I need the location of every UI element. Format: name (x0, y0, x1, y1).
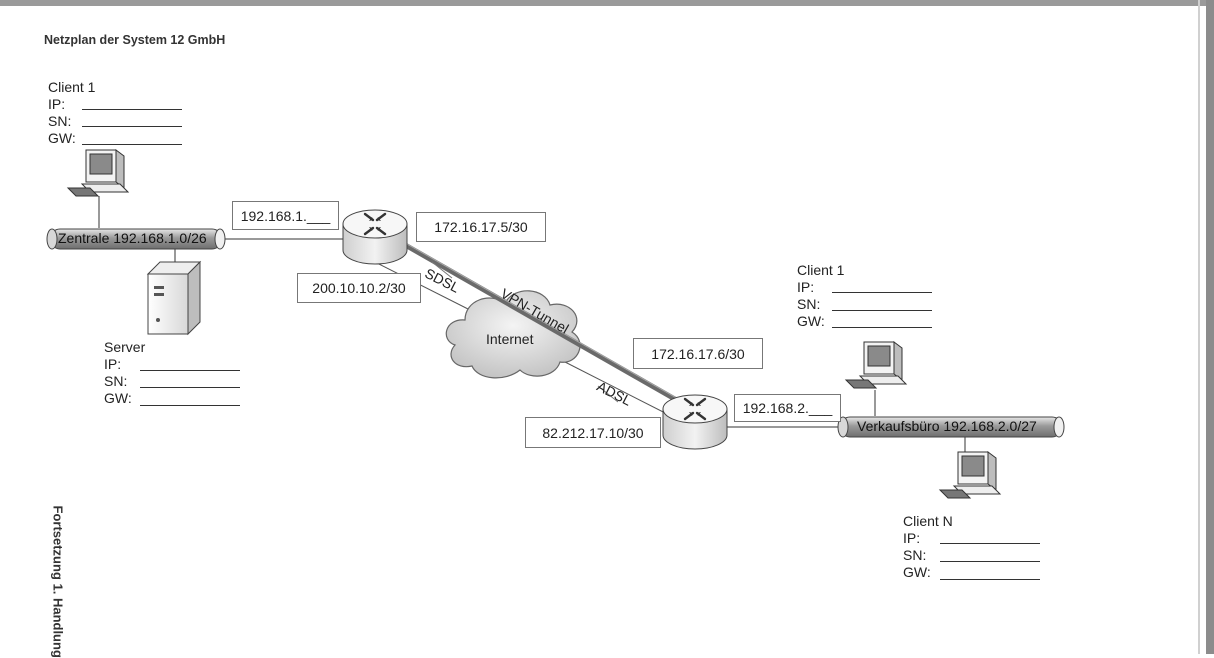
internet-cloud-icon (445, 290, 581, 379)
clientN-computer-icon (938, 451, 1002, 499)
client1-right-ip-label: IP: (797, 279, 815, 295)
right-router-tunnel-ip-box: 172.16.17.6/30 (633, 338, 763, 369)
clientN-gw-label: GW: (903, 564, 931, 580)
left-router-lan-ip-box: 192.168.1.___ (232, 201, 339, 230)
client1-right-sn-blank (832, 310, 932, 311)
client1-left-sn-blank (82, 126, 182, 127)
internet-cloud-label: Internet (486, 331, 534, 347)
client1-right-computer-icon (844, 341, 908, 389)
side-caption: Fortsetzung 1. Handlung (50, 505, 66, 658)
clientN-sn-label: SN: (903, 547, 927, 563)
client1-left-gw-label: GW: (48, 130, 76, 146)
right-router-wan-ip-box: 82.212.17.10/30 (525, 417, 661, 448)
left-router-icon (342, 209, 408, 265)
server-gw-label: GW: (104, 390, 132, 406)
server-ip-label: IP: (104, 356, 122, 372)
client1-right-sn-label: SN: (797, 296, 821, 312)
client1-left-computer-icon (66, 149, 130, 197)
clientN-gw-blank (940, 579, 1040, 580)
client1-left-ip-blank (82, 109, 182, 110)
sdsl-link (374, 261, 471, 311)
server-icon (146, 260, 202, 336)
client1-right-ip-blank (832, 292, 932, 293)
server-gw-blank (140, 405, 240, 406)
clientN-ip-label: IP: (903, 530, 921, 546)
page-title: Netzplan der System 12 GmbH (44, 33, 226, 47)
server-sn-blank (140, 387, 240, 388)
left-router-wan-ip-box: 200.10.10.2/30 (297, 273, 421, 303)
client1-left-name: Client 1 (48, 79, 96, 95)
page-top-border (0, 0, 1214, 6)
clientN-ip-blank (940, 543, 1040, 544)
client1-left-ip-label: IP: (48, 96, 66, 112)
left-segment-label: Zentrale 192.168.1.0/26 (58, 230, 207, 246)
server-sn-label: SN: (104, 373, 128, 389)
clientN-name: Client N (903, 513, 953, 529)
client1-left-sn-label: SN: (48, 113, 72, 129)
clientN-sn-blank (940, 561, 1040, 562)
right-router-icon (662, 394, 728, 450)
left-router-tunnel-ip-box: 172.16.17.5/30 (416, 212, 546, 242)
page-right-edge-light (1198, 0, 1200, 654)
server-ip-blank (140, 370, 240, 371)
right-router-lan-ip-box: 192.168.2.___ (734, 394, 841, 422)
right-lan-segment-pipe (837, 416, 1065, 438)
client1-right-gw-blank (832, 327, 932, 328)
client1-right-name: Client 1 (797, 262, 845, 278)
right-segment-label: Verkaufsbüro 192.168.2.0/27 (857, 418, 1037, 434)
adsl-link (564, 361, 676, 419)
vpn-tunnel-line (384, 231, 696, 413)
page-right-edge (1206, 0, 1214, 654)
client1-left-gw-blank (82, 144, 182, 145)
server-name: Server (104, 339, 146, 355)
client1-right-gw-label: GW: (797, 313, 825, 329)
left-lan-segment-pipe (46, 228, 226, 250)
